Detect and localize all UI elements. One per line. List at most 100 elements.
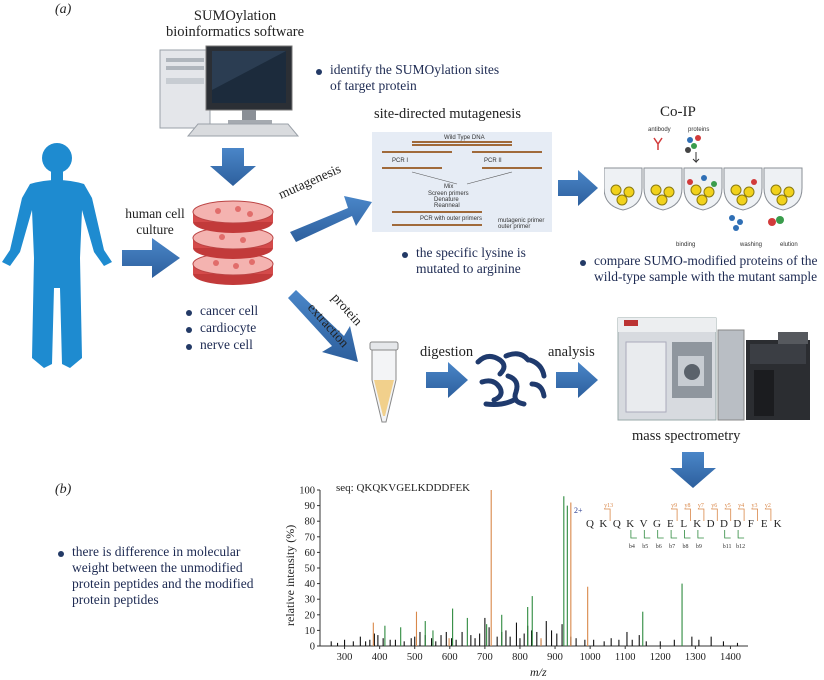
peptides-icon	[475, 351, 547, 407]
coip-binding-label: binding	[676, 242, 695, 248]
y-tick-label: 50	[305, 564, 316, 575]
y-tick-label: 80	[305, 517, 316, 528]
mut-reanneal-text: Reanneal	[434, 203, 460, 209]
arrow-down-software	[210, 148, 256, 186]
mut-legend2-text: outer primer	[498, 224, 530, 230]
x-tick-label: 700	[477, 652, 493, 663]
mut-denature-text: Denature	[434, 197, 459, 203]
y-ion-bracket	[684, 508, 691, 521]
y-tick-label: 60	[305, 548, 316, 559]
arrow-down-ms	[670, 452, 716, 488]
culture-dish-stack-icon	[192, 200, 274, 285]
b-ion-bracket	[643, 530, 651, 539]
sequence-residue: K	[626, 518, 634, 530]
x-tick-label: 1000	[580, 652, 601, 663]
coip-elution-label: elution	[780, 242, 798, 248]
b-ion-bracket	[657, 530, 664, 539]
spectrum-bullet: there is difference in molecular weight …	[72, 544, 254, 607]
sequence-residue: K	[599, 518, 607, 530]
mutagenesis-figure: Wild Type DNA PCR I PCR II Mix Screen pr…	[372, 132, 552, 232]
sequence-residue: V	[640, 518, 648, 530]
mut-pcr2-text: PCR II	[484, 158, 502, 164]
coip-antibody-label: antibody	[648, 127, 671, 133]
spectrum-axes	[319, 490, 748, 647]
coip-bullet-dot	[580, 260, 586, 266]
x-tick-label: 1300	[685, 652, 706, 663]
b-ion-bracket	[670, 530, 678, 539]
y-ion-label: y3	[752, 503, 758, 509]
ms-label: mass spectrometry	[632, 428, 741, 444]
y-ion-bracket	[604, 508, 611, 521]
y-tick-label: 0	[310, 642, 315, 653]
coip-proteins-label: proteins	[688, 127, 709, 133]
y-ion-bracket	[738, 508, 745, 521]
y-ion-label: y2	[765, 503, 771, 509]
b-ion-bracket	[724, 530, 731, 539]
mut-wt-text: Wild Type DNA	[444, 135, 485, 141]
tube-icon	[369, 341, 399, 423]
mutagenesis-bullet: the specific lysine is mutated to argini…	[416, 245, 526, 276]
cell-dot-1	[186, 310, 192, 316]
b-ion-label: b7	[669, 544, 675, 550]
sequence-residue: D	[707, 518, 715, 530]
y-tick-label: 40	[305, 579, 316, 590]
y-tick-label: 30	[305, 595, 316, 606]
arrow-to-digestion	[426, 362, 468, 398]
spectrum-xlabel: m/z	[530, 665, 547, 679]
analysis-label: analysis	[548, 344, 595, 360]
b-ion-label: b9	[696, 544, 702, 550]
x-tick-label: 900	[547, 652, 563, 663]
sequence-residue: D	[733, 518, 741, 530]
y-ion-bracket	[711, 508, 718, 521]
y-tick-label: 70	[305, 532, 316, 543]
b-ion-label: b6	[656, 544, 662, 550]
y-ion-label: y9	[671, 503, 677, 509]
x-tick-label: 800	[512, 652, 528, 663]
y-tick-label: 100	[299, 486, 315, 497]
software-bullet-dot	[316, 69, 322, 75]
y-ion-bracket	[724, 508, 732, 521]
y-ion-label: y13	[604, 503, 613, 509]
mass-spectrometer-icon	[617, 317, 810, 421]
mut-pcr1-text: PCR I	[392, 158, 408, 164]
x-tick-label: 500	[407, 652, 423, 663]
coip-washing-label: washing	[739, 242, 762, 248]
mut-legend1-text: mutagenic primer	[498, 218, 544, 224]
panel-b-letter: (b)	[55, 482, 72, 497]
b-ion-label: b4	[629, 544, 635, 550]
cell-type-2: cardiocyte	[200, 320, 257, 335]
y-ion-label: y7	[698, 503, 704, 509]
sequence-residue: Q	[613, 518, 621, 530]
b-ion-label: b11	[723, 544, 732, 550]
x-tick-label: 600	[442, 652, 458, 663]
sequence-residue: D	[720, 518, 728, 530]
cell-dot-3	[186, 344, 192, 350]
b-ion-bracket	[737, 530, 745, 539]
arrow-to-coip	[558, 170, 598, 206]
sequence-residue: G	[653, 518, 661, 530]
b-ion-label: b8	[683, 544, 689, 550]
charge-label: 2+	[574, 506, 583, 515]
sequence-residue: E	[667, 518, 674, 530]
computer-icon	[159, 45, 300, 137]
y-ion-label: y5	[725, 503, 731, 509]
b-ion-label: b5	[642, 544, 648, 550]
x-tick-label: 400	[372, 652, 388, 663]
coip-title: Co-IP	[660, 104, 696, 120]
spectrum-ylabel: relative intensity (%)	[283, 525, 297, 626]
sequence-residue: Q	[586, 518, 594, 530]
coip-bullet: compare SUMO-modified proteins of the wi…	[594, 253, 818, 284]
sequence-residue: K	[693, 518, 701, 530]
cell-type-1: cancer cell	[200, 303, 259, 318]
software-title-line1: SUMOylation	[193, 8, 277, 24]
arrow-to-analysis	[556, 362, 598, 398]
sequence-residue: K	[774, 518, 782, 530]
x-tick-label: 1400	[720, 652, 741, 663]
spectrum-title: seq: QKQKVGELKDDDFEK	[336, 482, 470, 494]
y-ion-bracket	[764, 508, 772, 521]
cell-dot-2	[186, 327, 192, 333]
culture-label-line2: culture	[136, 222, 174, 237]
